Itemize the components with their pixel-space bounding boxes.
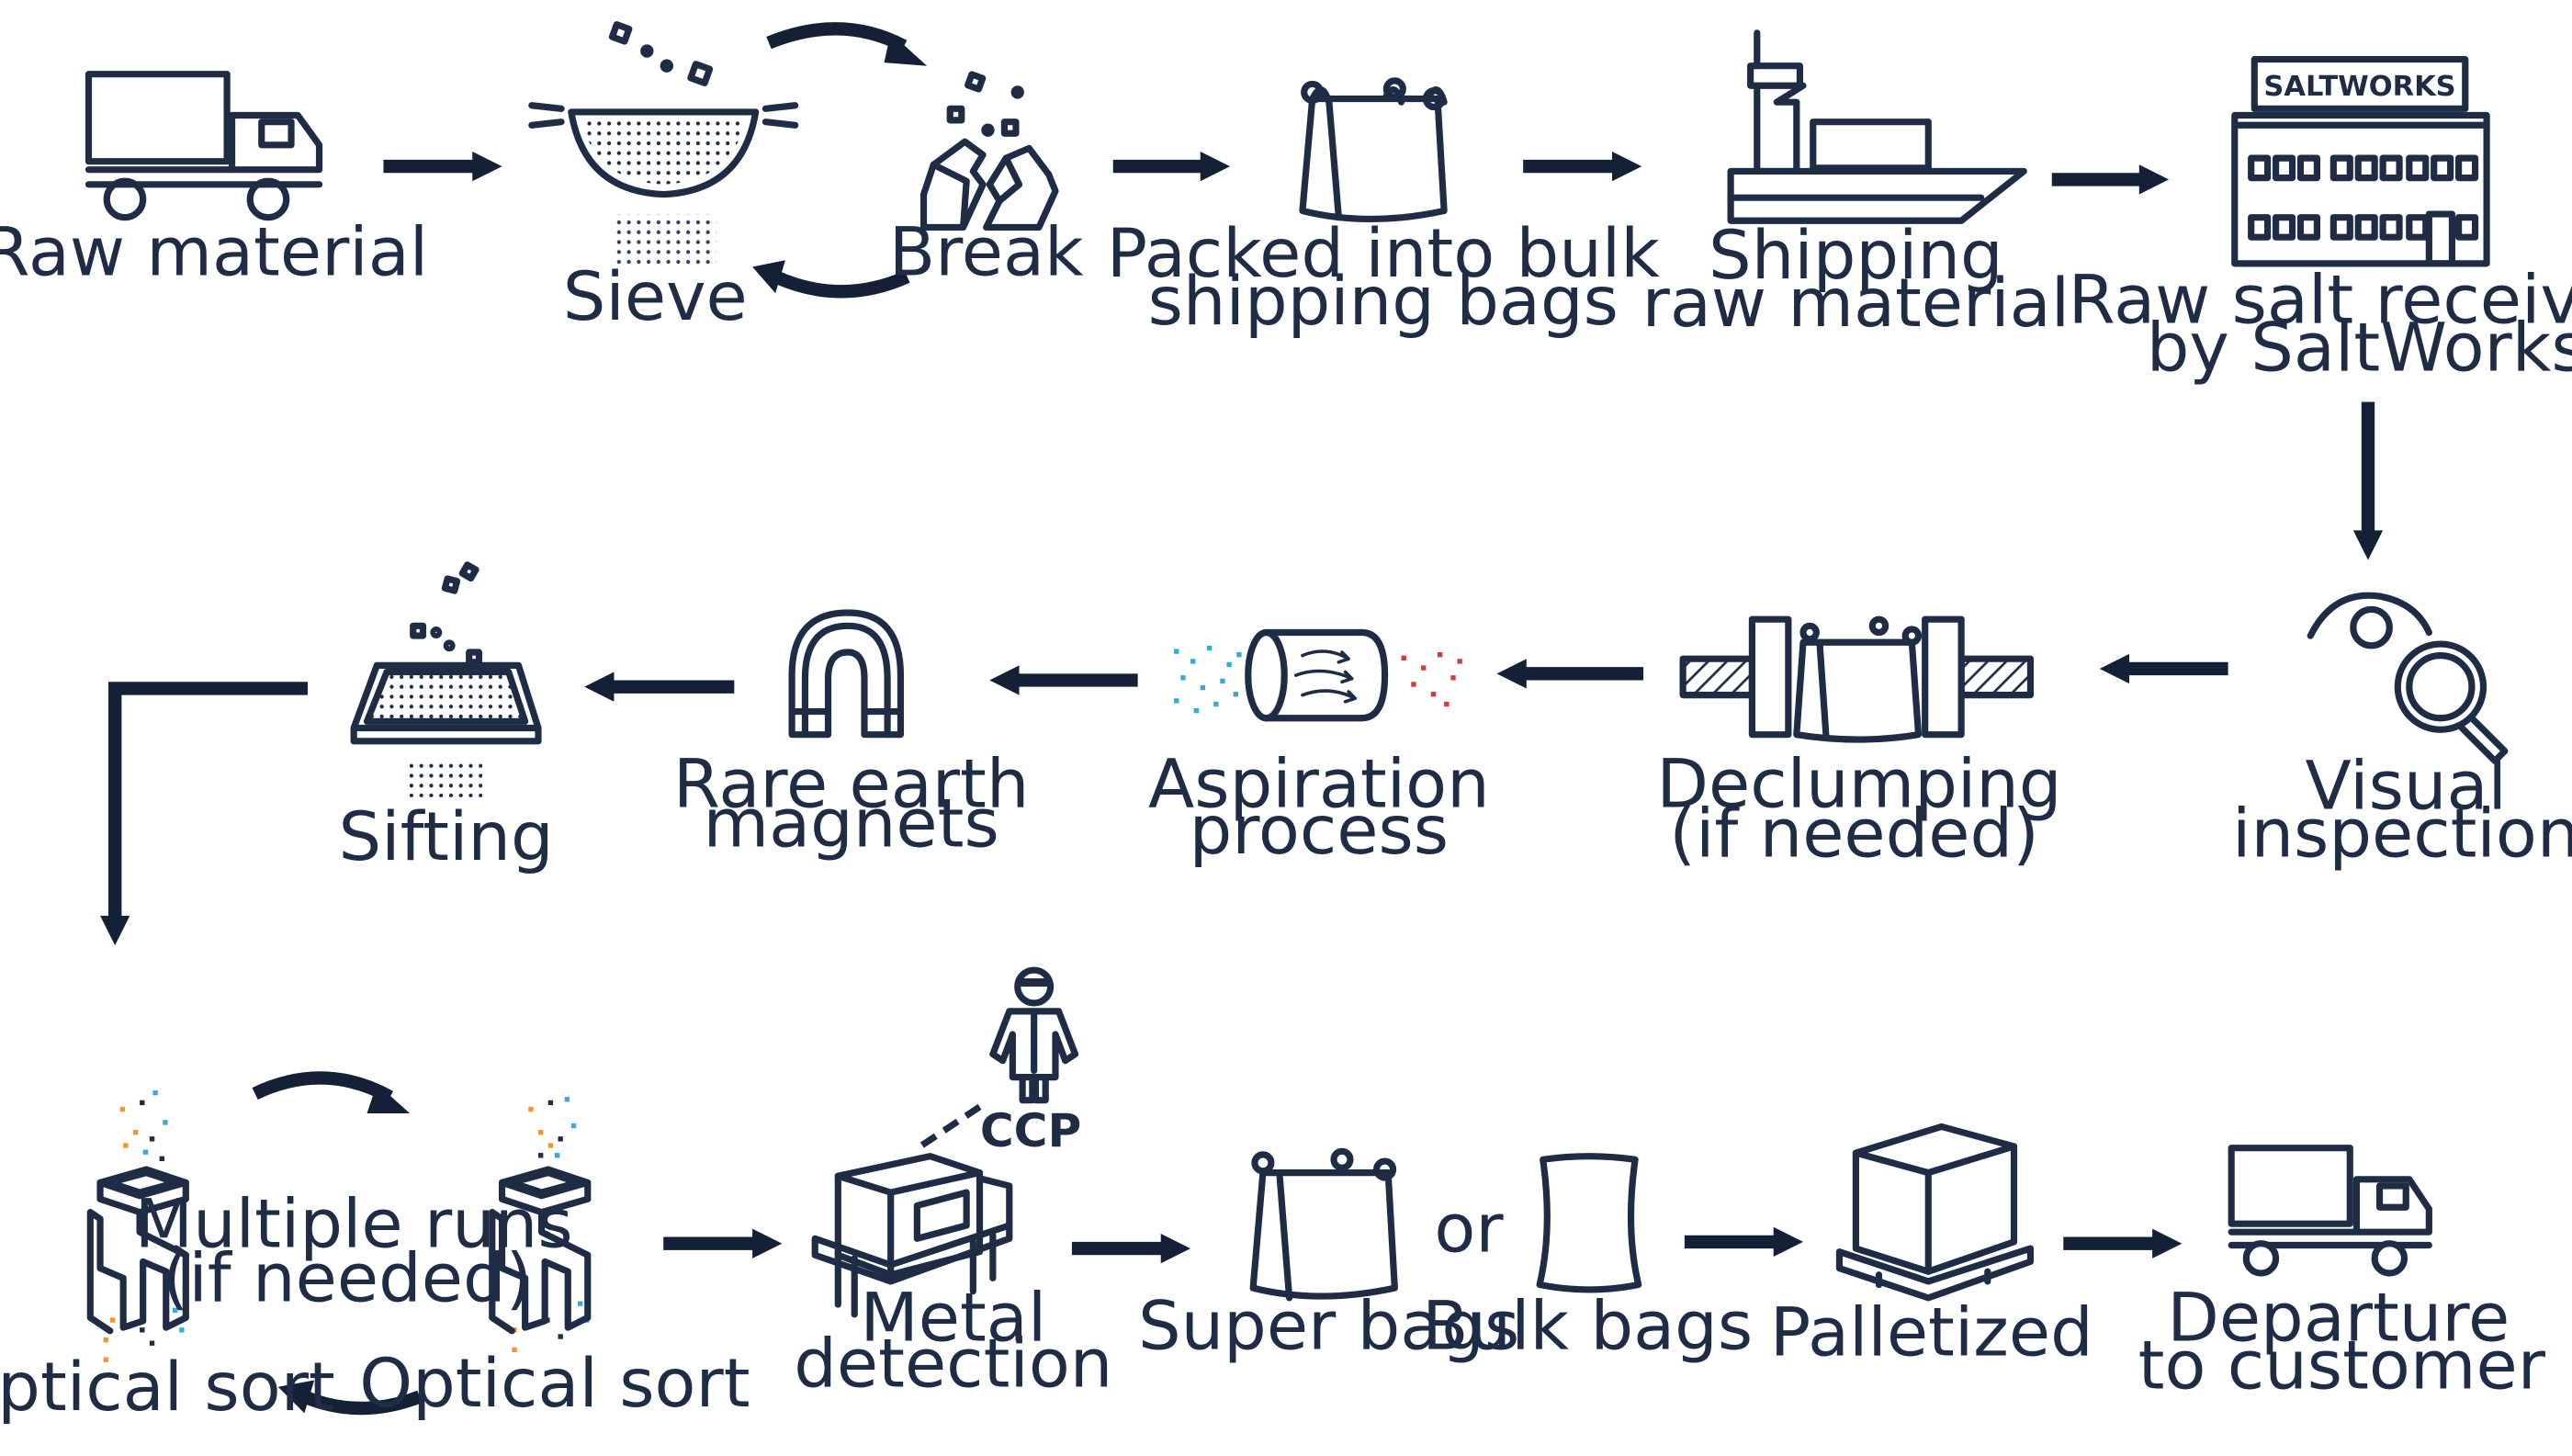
label-palletized: Palletized	[1770, 1294, 2093, 1372]
label-sieve: Sieve	[563, 258, 748, 336]
metal-detector-icon	[811, 1153, 1013, 1318]
arrow-right	[663, 1228, 783, 1258]
arrow-right	[2051, 164, 2170, 195]
loop-arrow-top	[766, 22, 928, 66]
ship-icon	[1727, 29, 2027, 224]
label-visual-line2: inspection	[2232, 795, 2572, 873]
label-visual-line1: Visual	[2306, 747, 2507, 825]
label-declumping-line1: Declumping	[1656, 746, 2061, 824]
bulk-bag-icon	[1536, 1153, 1642, 1293]
aspiration-icon	[1174, 628, 1462, 722]
arrow-down-elbow	[100, 682, 308, 946]
label-declumping-line2: (if needed)	[1669, 795, 2039, 873]
arrow-down	[2352, 401, 2384, 560]
label-super-bags: Super bags	[1138, 1287, 1519, 1365]
label-metal-line1: Metal	[860, 1279, 1046, 1357]
sifter-icon	[350, 561, 542, 797]
optical-sorter-icon	[489, 1097, 592, 1353]
label-optical-sort-right: Optical sort	[359, 1345, 750, 1423]
arrow-left	[989, 665, 1138, 695]
arrow-right	[383, 151, 502, 182]
label-received-line2: by SaltWorks	[2147, 309, 2572, 387]
pallet-box-icon	[1835, 1123, 2035, 1302]
label-metal-line2: detection	[794, 1326, 1112, 1404]
arrow-left	[1496, 659, 1644, 689]
bulk-bag-icon	[1299, 77, 1448, 223]
label-packed-line1: Packed into bulk	[1107, 215, 1660, 293]
label-received-line1: Raw salt received	[2069, 261, 2572, 339]
magnet-icon	[788, 609, 905, 739]
label-raw-material: Raw material	[0, 213, 428, 291]
loop-arrow-bottom	[277, 1380, 423, 1416]
label-magnets-line1: Rare earth	[673, 746, 1030, 824]
loop-arrow-top	[252, 1071, 411, 1114]
building-icon	[2231, 55, 2490, 267]
ccp-dashed-connector	[918, 1103, 982, 1149]
label-departure-line2: to customer	[2138, 1326, 2546, 1405]
label-packed-line2: shipping bags	[1148, 263, 1619, 341]
inspector-icon	[989, 966, 1079, 1104]
label-optical-sort-left: Optical sort	[0, 1349, 335, 1427]
label-magnets-line2: magnets	[704, 785, 999, 863]
label-shipping-line1: Shipping	[1709, 217, 2003, 295]
optical-sorter-icon	[86, 1089, 189, 1362]
label-or: or	[1434, 1191, 1504, 1269]
label-aspiration-line2: process	[1190, 792, 1449, 870]
arrow-right	[1112, 151, 1231, 182]
arrow-left	[2099, 653, 2228, 684]
label-shipping-line2: raw material	[1642, 265, 2070, 343]
label-bulk-bags: Bulk bags	[1422, 1287, 1753, 1365]
bulk-bag-icon	[1249, 1147, 1398, 1302]
declumper-icon	[1679, 615, 2035, 743]
label-sifting: Sifting	[339, 798, 554, 876]
arrow-right	[1071, 1233, 1191, 1264]
label-departure-line1: Departure	[2167, 1279, 2510, 1357]
label-multiple-line2: (if needed)	[163, 1239, 533, 1317]
label-aspiration-line1: Aspiration	[1148, 746, 1490, 824]
sieve-icon	[528, 21, 799, 267]
arrow-left	[584, 672, 735, 702]
truck-icon	[2228, 1145, 2432, 1277]
arrow-right	[1684, 1226, 1803, 1258]
label-break: Break	[889, 213, 1084, 291]
arrow-right	[1523, 151, 1642, 182]
truck-icon	[85, 71, 323, 221]
magnifier-icon	[2307, 592, 2509, 764]
building-sign: SALTWORKS	[2263, 71, 2455, 103]
arrow-right	[2063, 1228, 2183, 1258]
label-ccp: CCP	[980, 1103, 1081, 1157]
broken-rocks-icon	[919, 71, 1059, 231]
loop-arrow-bottom	[752, 260, 910, 299]
